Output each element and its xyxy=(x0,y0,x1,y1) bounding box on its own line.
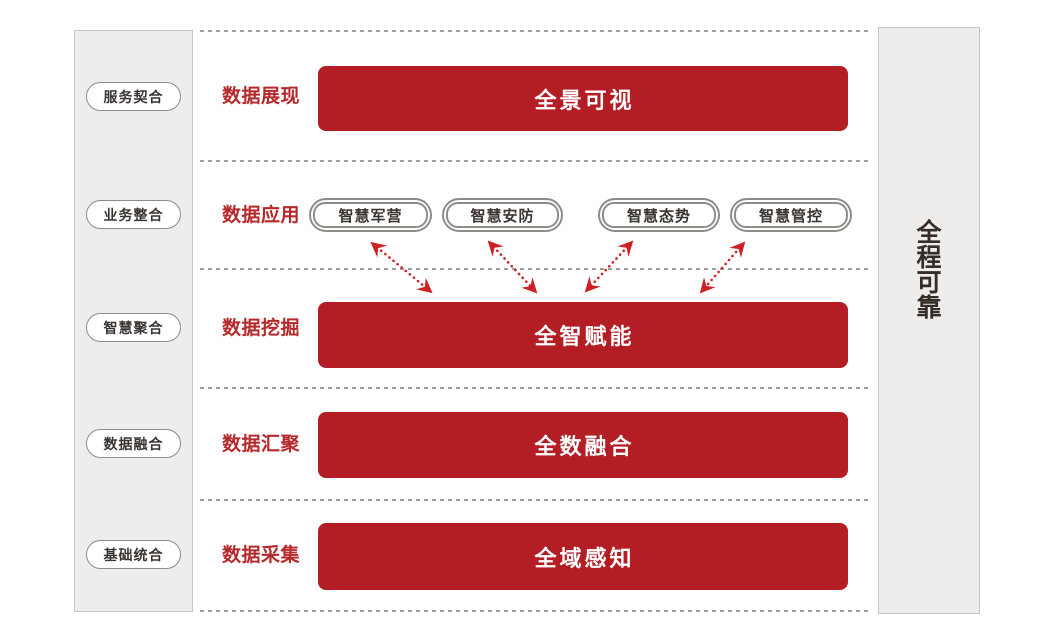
side-pill-label: 业务整合 xyxy=(103,206,164,223)
layer-bar-panoramic-visibility: 全景可视 xyxy=(318,66,848,131)
row-label-data-aggregation: 数据汇聚 xyxy=(222,434,301,455)
layer-bar-full-intelligence: 全智赋能 xyxy=(318,302,848,368)
side-pill-service-fit: 服务契合 xyxy=(86,82,181,111)
vertical-title-char: 可 xyxy=(916,269,942,297)
arrow-situation-to-core xyxy=(584,240,634,293)
app-pill-label: 智慧安防 xyxy=(446,202,559,228)
side-pill-label: 服务契合 xyxy=(103,88,164,105)
row-label-data-mining: 数据挖掘 xyxy=(222,318,301,339)
app-pill-smart-security: 智慧安防 xyxy=(442,198,563,232)
side-pill-label: 基础统合 xyxy=(103,546,164,563)
side-pill-label: 智慧聚合 xyxy=(103,319,164,336)
dotted-separator xyxy=(200,160,870,162)
row-label-data-collection: 数据采集 xyxy=(222,545,301,566)
row-label-data-application: 数据应用 xyxy=(222,205,301,226)
side-pill-basic-unification: 基础统合 xyxy=(86,540,181,569)
side-pill-business-integration: 业务整合 xyxy=(86,200,181,229)
arrow-security-to-core xyxy=(487,240,538,294)
side-pill-wisdom-aggregation: 智慧聚合 xyxy=(86,313,181,342)
app-pill-smart-control: 智慧管控 xyxy=(730,198,852,232)
right-reliability-panel xyxy=(878,27,980,614)
dotted-separator xyxy=(200,30,870,32)
vertical-title-char: 程 xyxy=(916,244,942,272)
dotted-separator xyxy=(200,268,870,270)
vertical-title-char: 靠 xyxy=(916,294,942,322)
vertical-title-char: 全 xyxy=(916,219,942,247)
app-pill-smart-camp: 智慧军营 xyxy=(309,198,432,232)
layer-bar-full-domain-sensing: 全域感知 xyxy=(318,523,848,590)
layer-bar-full-data-fusion: 全数融合 xyxy=(318,412,848,478)
row-label-data-presentation: 数据展现 xyxy=(222,86,301,107)
dotted-separator xyxy=(200,610,870,612)
side-pill-data-fusion: 数据融合 xyxy=(86,429,181,458)
dotted-separator xyxy=(200,387,870,389)
app-pill-label: 智慧军营 xyxy=(313,202,428,228)
vertical-title-reliable-throughout: 全 程 可 靠 xyxy=(878,221,980,321)
app-pill-label: 智慧态势 xyxy=(602,202,716,228)
side-pill-label: 数据融合 xyxy=(103,435,164,452)
app-pill-label: 智慧管控 xyxy=(734,202,848,228)
app-pill-smart-situation: 智慧态势 xyxy=(598,198,720,232)
dotted-separator xyxy=(200,499,870,501)
